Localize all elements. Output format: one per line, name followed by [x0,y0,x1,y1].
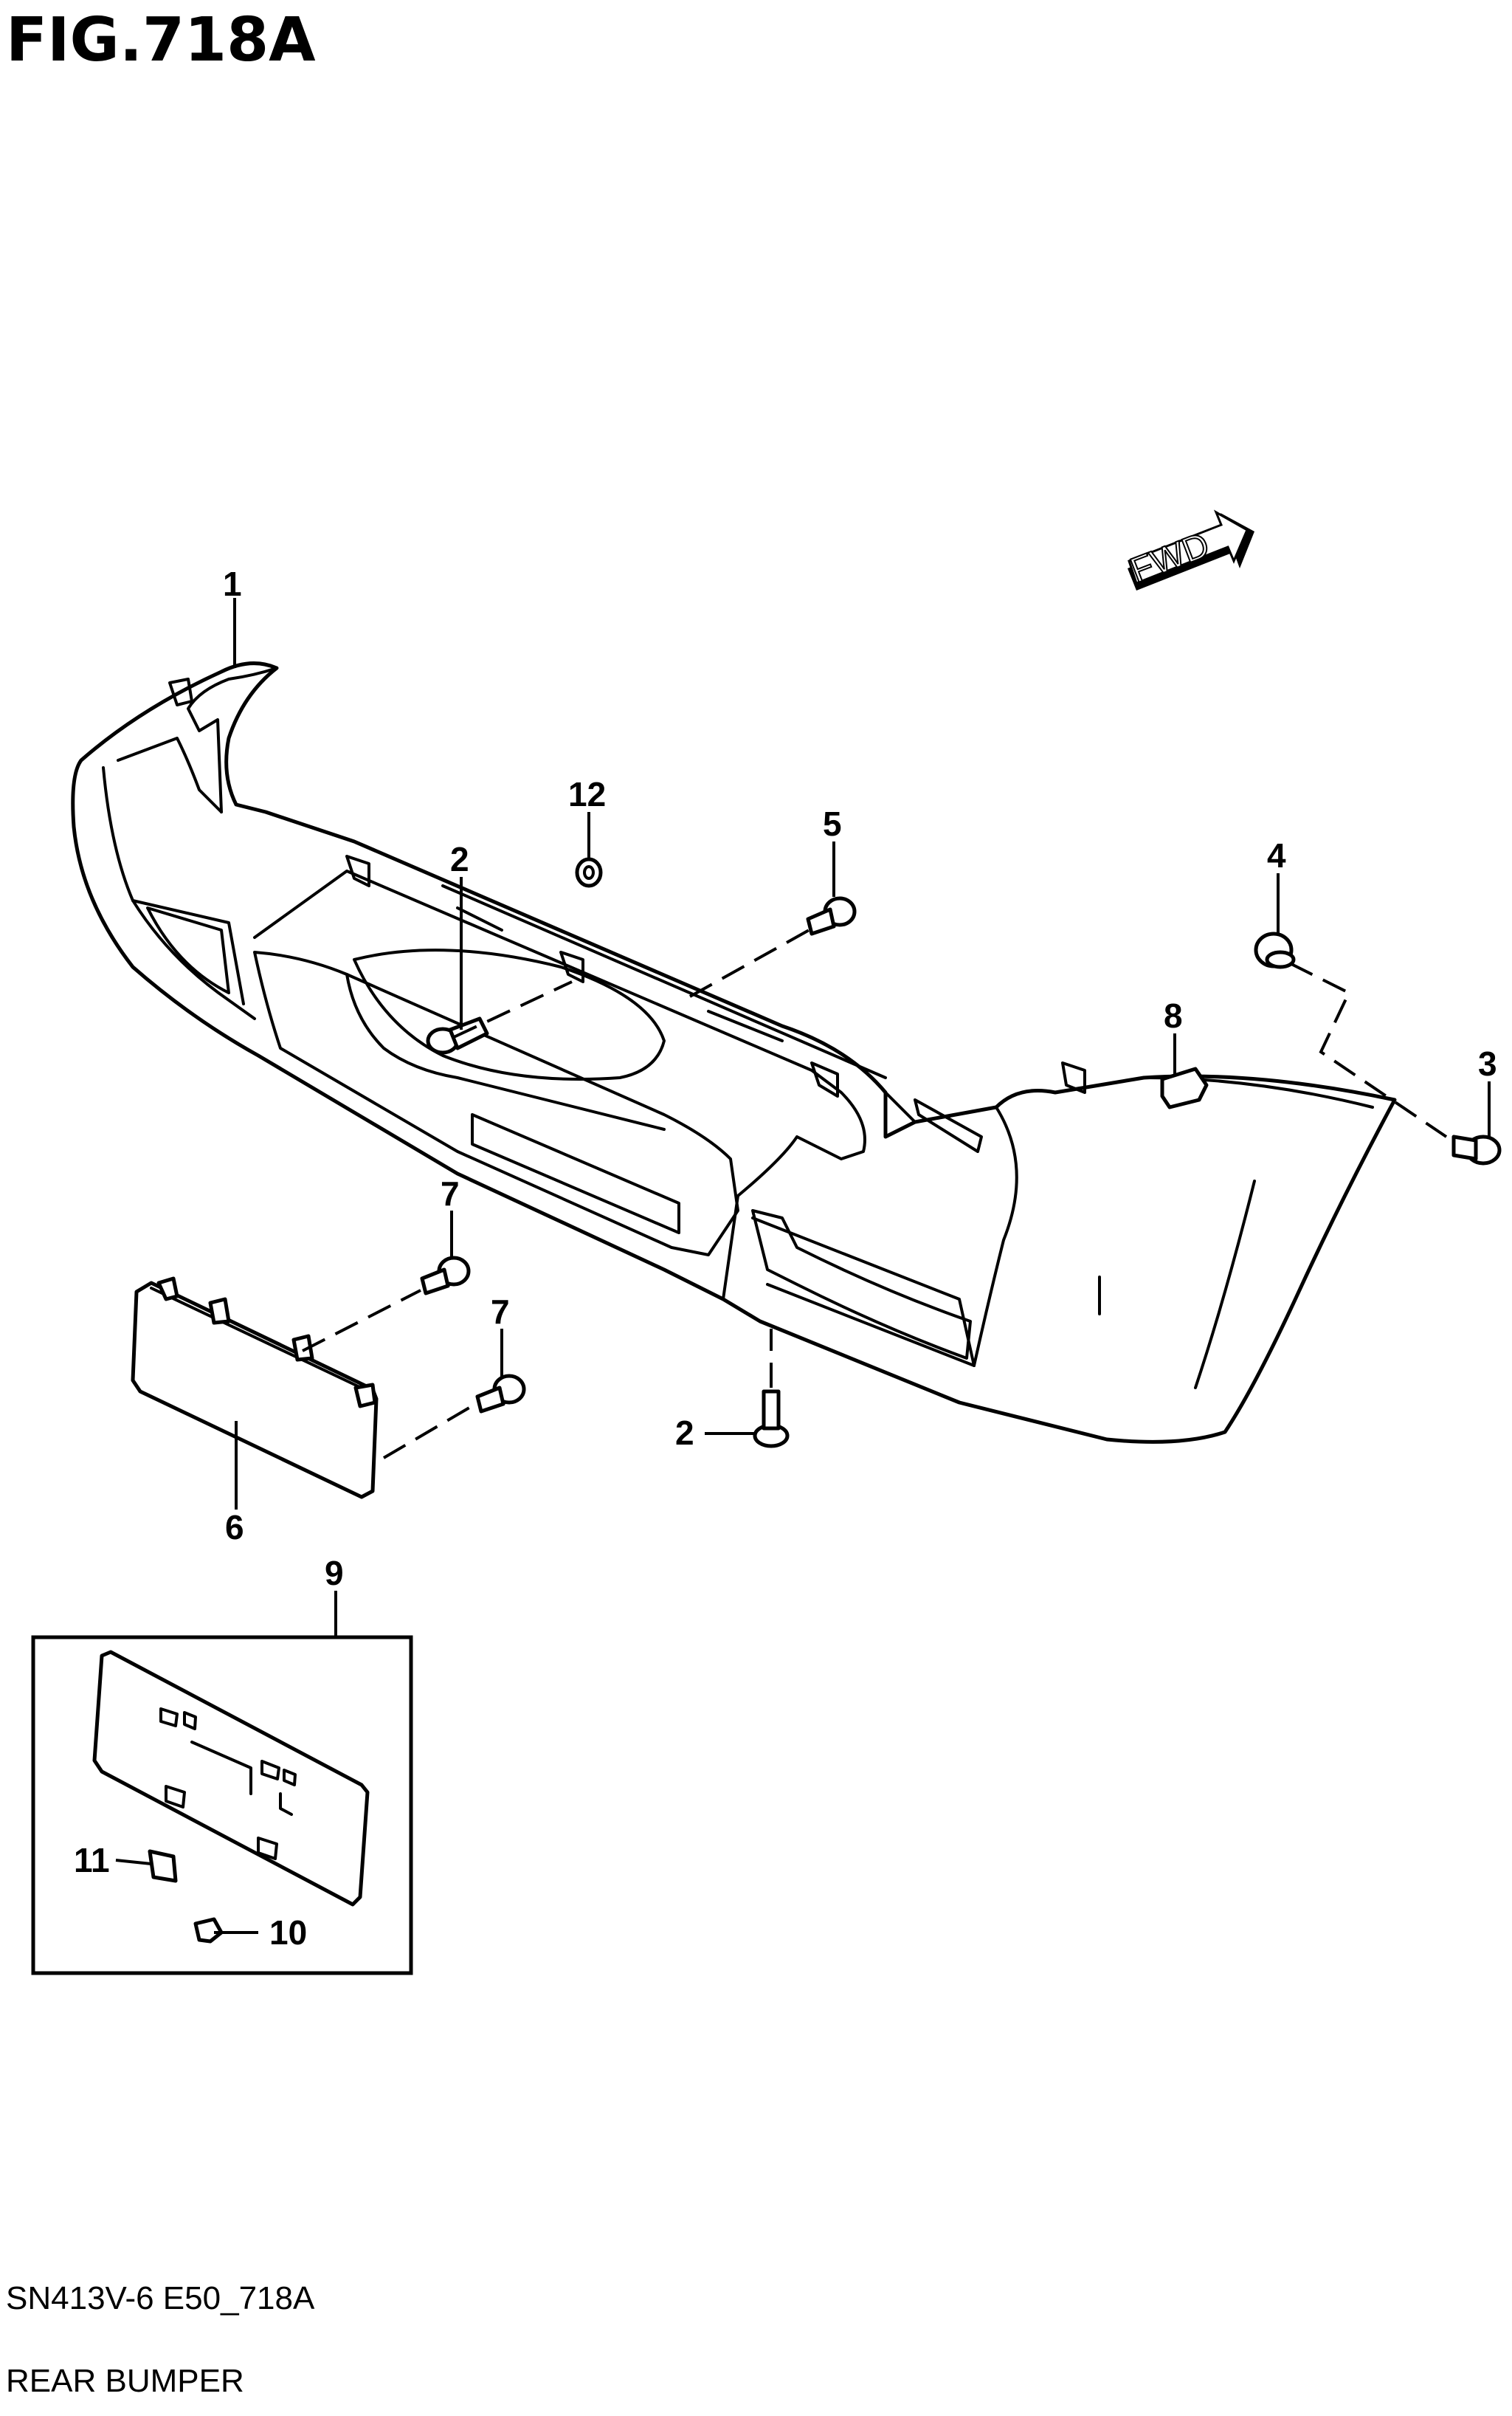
callout-7-upper: 7 [441,1174,460,1213]
callout-1: 1 [223,565,242,603]
callout-12: 12 [568,775,606,813]
callout-3: 3 [1478,1044,1497,1083]
rear-bumper-body [71,661,1397,1444]
grommet-part-10 [193,1917,224,1944]
diagram-code: SN413V-6 E50_718A [6,2280,315,2316]
nut-part-12 [575,857,603,888]
callout-8: 8 [1164,997,1183,1035]
fwd-label: FWD [1125,526,1215,591]
bolt-part-2-lower [753,1389,790,1448]
dashed-guides [302,927,1448,1459]
callout-9: 9 [325,1554,344,1592]
clip-part-4 [1254,932,1296,969]
license-panel-part-6 [131,1276,379,1499]
callout-10: 10 [269,1913,307,1952]
figure-title: FIG.718A [6,5,316,75]
callout-2-upper: 2 [450,840,469,878]
diagram-caption: REAR BUMPER [6,2363,244,2399]
callout-5: 5 [823,805,842,843]
fwd-arrow-icon: FWD [1125,509,1254,591]
bolt-part-2-upper [426,1016,489,1055]
bolt-part-7-upper [420,1256,471,1295]
callout-7-lower: 7 [491,1293,510,1331]
clip-part-11 [148,1849,178,1883]
callout-2-lower: 2 [675,1414,694,1452]
callout-11: 11 [74,1841,110,1879]
callout-6: 6 [225,1508,244,1546]
bolt-part-5 [806,896,857,936]
bolt-part-3 [1451,1135,1502,1166]
leader-lines [115,598,1491,1934]
inset-box-part-9 [31,1635,413,1975]
callout-labels: 1 2 2 3 4 5 6 7 7 8 9 10 11 12 [74,565,1497,1952]
pad-part-8 [1160,1067,1209,1109]
bolt-part-7-lower [475,1374,526,1414]
callout-4: 4 [1267,836,1286,875]
